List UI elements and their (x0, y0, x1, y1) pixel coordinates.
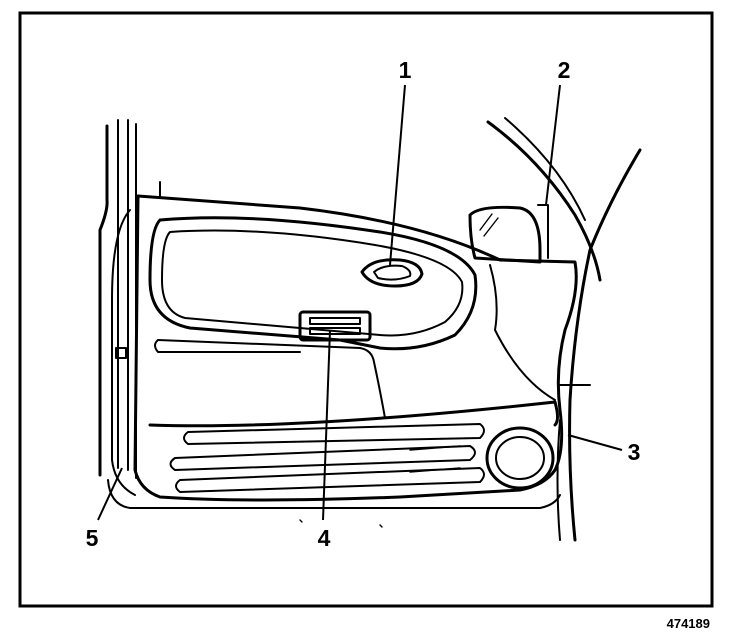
armrest (154, 339, 386, 419)
callout-5: 5 (86, 525, 99, 551)
misc-details (115, 181, 383, 528)
speaker-grille (485, 426, 555, 490)
leader-lines (97, 84, 623, 521)
callout-2: 2 (558, 57, 571, 83)
callout-4: 4 (318, 525, 331, 551)
figure-frame (18, 11, 714, 608)
callout-3: 3 (628, 439, 641, 465)
map-pocket (148, 400, 559, 493)
door-frame-lines (98, 117, 642, 542)
upper-trim-bezel (148, 216, 556, 401)
callout-1: 1 (399, 57, 412, 83)
power-switch-panel (298, 310, 372, 342)
inside-door-handle (360, 258, 424, 288)
mirror (468, 204, 549, 264)
figure-number: 474189 (667, 616, 710, 631)
